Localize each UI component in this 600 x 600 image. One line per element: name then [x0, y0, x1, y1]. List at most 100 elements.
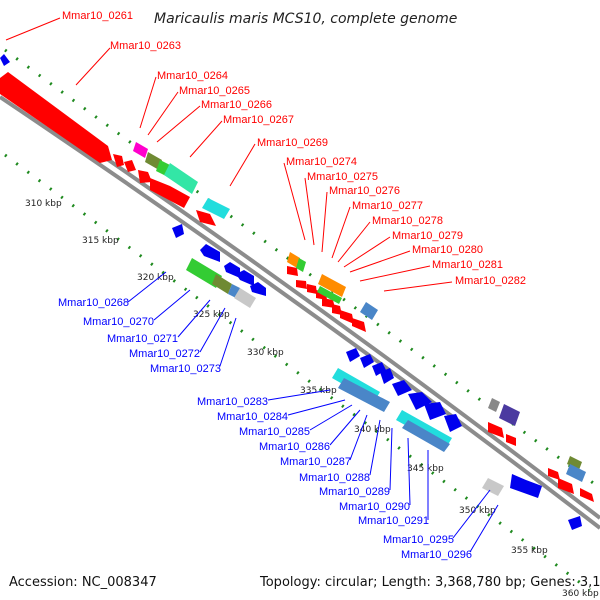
- forward-cds-arrow[interactable]: [352, 318, 366, 332]
- reverse-genes: [0, 54, 582, 530]
- gene-label[interactable]: Mmar10_0268: [58, 297, 129, 309]
- gene-label[interactable]: Mmar10_0284: [217, 411, 288, 423]
- gene-label[interactable]: Mmar10_0285: [239, 426, 310, 438]
- gene-label[interactable]: Mmar10_0273: [150, 363, 221, 375]
- gene-label[interactable]: Mmar10_0261: [62, 10, 133, 22]
- forward-cds-arrow[interactable]: [138, 170, 152, 183]
- gene-label[interactable]: Mmar10_0264: [157, 70, 228, 82]
- leader-line: [304, 177, 315, 246]
- tick-rings: [4, 48, 600, 592]
- green-feature[interactable]: [317, 286, 342, 304]
- gene-label[interactable]: Mmar10_0269: [257, 137, 328, 149]
- forward-cds-arrow[interactable]: [113, 154, 124, 167]
- reverse-cds-arrow[interactable]: [408, 392, 432, 410]
- forward-cds-arrow[interactable]: [340, 310, 354, 324]
- gene-label[interactable]: Mmar10_0283: [197, 396, 268, 408]
- gene-label[interactable]: Mmar10_0265: [179, 85, 250, 97]
- gene-label[interactable]: Mmar10_0266: [201, 99, 272, 111]
- gene-label[interactable]: Mmar10_0291: [358, 515, 429, 527]
- green-feature[interactable]: [186, 258, 222, 288]
- forward-cds-arrow[interactable]: [322, 298, 335, 308]
- gene-label[interactable]: Mmar10_0280: [412, 244, 483, 256]
- steelblue-feature[interactable]: [360, 302, 378, 320]
- reverse-cds-arrow[interactable]: [236, 270, 254, 286]
- gene-label[interactable]: Mmar10_0282: [455, 275, 526, 287]
- forward-cds-arrow[interactable]: [296, 280, 307, 289]
- reverse-cds-arrow[interactable]: [172, 224, 184, 238]
- orange-feature[interactable]: [318, 274, 346, 297]
- forward-cds-arrow[interactable]: [506, 434, 516, 446]
- reverse-cds-arrow[interactable]: [200, 244, 220, 262]
- gene-label[interactable]: Mmar10_0267: [223, 114, 294, 126]
- forward-cds-arrow[interactable]: [558, 478, 574, 494]
- reverse-cds-arrow[interactable]: [444, 414, 462, 432]
- forward-cds-arrow[interactable]: [0, 72, 112, 163]
- green-feature[interactable]: [296, 258, 306, 272]
- scale-tick-label: 350 kbp: [459, 506, 496, 516]
- gene-label[interactable]: Mmar10_0263: [110, 40, 181, 52]
- slate-feature[interactable]: [499, 404, 520, 426]
- gene-label[interactable]: Mmar10_0288: [299, 472, 370, 484]
- reverse-cds-arrow[interactable]: [568, 516, 582, 530]
- leader-line: [283, 162, 306, 241]
- scale-tick-label: 360 kbp: [562, 589, 599, 599]
- gene-label[interactable]: Mmar10_0296: [401, 549, 472, 561]
- forward-cds-arrow[interactable]: [124, 160, 136, 172]
- reverse-cds-arrow[interactable]: [424, 402, 446, 420]
- forward-cds-arrow[interactable]: [196, 210, 216, 226]
- reverse-cds-arrow[interactable]: [346, 348, 360, 362]
- olive-feature[interactable]: [212, 274, 232, 294]
- steelblue-feature[interactable]: [566, 464, 586, 482]
- olive-feature[interactable]: [145, 152, 162, 170]
- orange-feature[interactable]: [287, 252, 300, 268]
- forward-cds-arrow[interactable]: [287, 266, 298, 276]
- aquamarine-feature[interactable]: [164, 163, 198, 194]
- gene-label[interactable]: Mmar10_0270: [83, 316, 154, 328]
- leader-line: [147, 91, 179, 136]
- leader-line: [5, 17, 61, 41]
- gene-label[interactable]: Mmar10_0274: [286, 156, 357, 168]
- gene-label[interactable]: Mmar10_0287: [280, 456, 351, 468]
- gene-label[interactable]: Mmar10_0295: [383, 534, 454, 546]
- silver-feature[interactable]: [234, 288, 256, 308]
- reverse-cds-arrow[interactable]: [372, 362, 386, 376]
- leader-line: [452, 489, 491, 539]
- reverse-cds-arrow[interactable]: [392, 380, 412, 396]
- gene-label[interactable]: Mmar10_0271: [107, 333, 178, 345]
- leader-line: [349, 414, 368, 461]
- scale-tick-label: 330 kbp: [247, 348, 284, 358]
- magenta-feature[interactable]: [133, 142, 148, 158]
- steelblue-feature[interactable]: [338, 378, 390, 412]
- forward-cds-arrow[interactable]: [150, 178, 190, 208]
- forward-cds-arrow[interactable]: [488, 422, 504, 438]
- forward-cds-arrow[interactable]: [580, 488, 594, 502]
- gene-label[interactable]: Mmar10_0278: [372, 215, 443, 227]
- cyan-feature[interactable]: [202, 198, 230, 219]
- map-title: Maricaulis maris MCS10, complete genome: [154, 11, 457, 27]
- grey-feature[interactable]: [488, 398, 500, 412]
- reverse-cds-arrow[interactable]: [510, 474, 542, 498]
- olive-feature[interactable]: [567, 456, 582, 470]
- reverse-cds-arrow[interactable]: [380, 368, 394, 384]
- gene-label[interactable]: Mmar10_0281: [432, 259, 503, 271]
- forward-cds-arrow[interactable]: [332, 304, 342, 315]
- gene-label[interactable]: Mmar10_0276: [329, 185, 400, 197]
- reverse-cds-arrow[interactable]: [250, 282, 266, 296]
- reverse-cds-arrow[interactable]: [0, 54, 10, 66]
- forward-cds-arrow[interactable]: [307, 284, 317, 294]
- leader-line: [331, 206, 351, 259]
- gene-label[interactable]: Mmar10_0279: [392, 230, 463, 242]
- gene-label[interactable]: Mmar10_0275: [307, 171, 378, 183]
- gene-label[interactable]: Mmar10_0286: [259, 441, 330, 453]
- accession-label: Accession: NC_008347: [9, 575, 157, 590]
- gene-label[interactable]: Mmar10_0289: [319, 486, 390, 498]
- gene-label[interactable]: Mmar10_0290: [339, 501, 410, 513]
- scale-tick-label: 345 kbp: [407, 464, 444, 474]
- silver-feature[interactable]: [482, 478, 504, 496]
- gene-label[interactable]: Mmar10_0277: [352, 200, 423, 212]
- steelblue-feature[interactable]: [402, 420, 450, 452]
- gene-label[interactable]: Mmar10_0272: [129, 348, 200, 360]
- forward-cds-arrow[interactable]: [548, 468, 560, 480]
- reverse-cds-arrow[interactable]: [360, 354, 374, 368]
